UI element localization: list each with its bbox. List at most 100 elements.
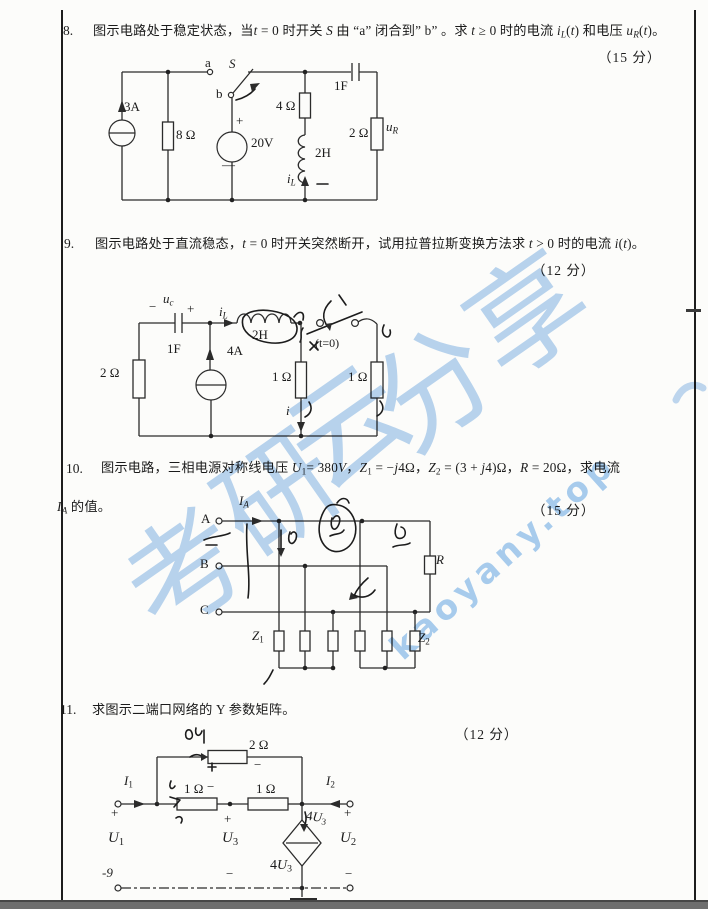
load-z2 <box>354 521 421 671</box>
plus-sign-right: + <box>344 805 352 820</box>
switch-contact-b-label: b <box>216 86 223 101</box>
problem-11-number: 11. <box>60 702 77 717</box>
phase-line-a <box>215 517 430 525</box>
load-z1 <box>273 521 339 671</box>
current-source-3a <box>108 100 136 147</box>
voltage-source-20v <box>216 131 248 203</box>
plus-sign: + <box>187 301 195 316</box>
inductor-2h-label: 2H <box>315 145 331 160</box>
circuit-8-diagram: a S b 3A 8 Ω + 20V — 4 Ω 2H iL 1F 2 Ω uR <box>95 50 415 210</box>
resistor-2ohm-label: 2 Ω <box>100 365 120 380</box>
current-i-label: i <box>286 403 290 418</box>
problem-10-points: （15 分） <box>532 503 596 518</box>
source-20v-label: 20V <box>251 135 274 150</box>
switch-s <box>206 68 260 101</box>
circuit-9-svg <box>132 294 392 439</box>
source-4a-label: 4A <box>227 343 243 358</box>
current-il-label: iL <box>287 171 296 188</box>
plus-sign: + <box>236 113 244 128</box>
resistor-r <box>423 521 437 612</box>
current-ia-label: IA <box>239 493 249 510</box>
page-border-right <box>694 10 696 900</box>
problem-9-number: 9. <box>64 236 75 251</box>
current-i2-label: I2 <box>326 773 335 790</box>
problem-8-title: 图示电路处于稳定状态，当t = 0 时开关 S 由 “a” 闭合到” b” 。求… <box>93 23 666 40</box>
circuit-10-diagram: A B C IA Z1 Z2 R <box>190 490 460 690</box>
capacitor-1f <box>351 63 360 81</box>
voltage-uc-label: uc <box>163 291 174 308</box>
problem-10-number: 10. <box>66 461 83 476</box>
resistor-1ohm-right-label: 1 Ω <box>348 369 368 384</box>
resistor-2ohm <box>370 117 384 151</box>
voltage-u1-label: U1 <box>108 830 125 848</box>
phase-line-c <box>215 608 430 616</box>
voltage-u3-label: U3 <box>222 830 239 848</box>
resistor-1ohm-mid-label: 1 Ω <box>272 369 292 384</box>
voltage-u2-label: U2 <box>340 830 357 848</box>
problem-11-points: （12 分） <box>455 727 519 742</box>
watermark-char-5: 享 <box>442 227 615 405</box>
circuit-9-diagram: uc − + 1F iL 4A 2 Ω 2H 1 Ω 1 Ω i (t=0) <box>95 290 415 450</box>
problem-10-title: 图示电路，三相电源对称线电压 U1= 380V，Z1 = −j4Ω，Z2 = (… <box>101 460 621 477</box>
voltage-ur-label: uR <box>386 119 399 136</box>
impedance-z2-label: Z2 <box>418 630 430 647</box>
switch-t0 <box>299 294 363 351</box>
phase-b-label: B <box>200 556 209 571</box>
plus-sign-mid: + <box>224 811 232 826</box>
inductor-2h <box>297 134 329 203</box>
problem-8-points: （15 分） <box>598 50 662 65</box>
resistor-4ohm <box>298 69 312 119</box>
capacitor-1f-label: 1F <box>167 341 181 356</box>
handwritten-neg9: -9 <box>102 865 113 880</box>
resistor-1ohm-middle <box>294 323 312 439</box>
capacitor-1f <box>174 313 183 333</box>
resistor-8ohm-label: 8 Ω <box>176 127 196 142</box>
minus-sign: − <box>149 299 157 314</box>
phase-line-b <box>215 562 387 570</box>
minus-sign-top: − <box>254 757 262 772</box>
current-source-4a <box>195 323 227 439</box>
resistor-r-label: R <box>436 552 444 567</box>
resistor-2ohm-label: 2 Ω <box>249 737 269 752</box>
inductor-2h-label: 2H <box>252 327 268 342</box>
impedance-z1-label: Z1 <box>252 628 264 645</box>
current-i1-label: I1 <box>124 773 133 790</box>
minus-sign-bottom-mid: − <box>226 866 234 881</box>
problem-9-points: （12 分） <box>532 263 596 278</box>
scan-mark <box>686 309 701 312</box>
switch-label: S <box>229 56 236 71</box>
current-il-label: iL <box>219 304 228 321</box>
phase-c-label: C <box>200 602 209 617</box>
resistor-8ohm <box>161 69 175 203</box>
dependent-source-4u3 <box>282 804 322 891</box>
problem-9-title: 图示电路处于直流稳态，t = 0 时开关突然断开，试用拉普拉斯变换方法求 t >… <box>95 236 646 251</box>
minus-sign: — <box>222 157 235 172</box>
resistor-1ohm-a-label: 1 Ω <box>184 781 204 796</box>
problem-10-title-line2: IA 的值。 <box>57 499 112 516</box>
plus-sign: + <box>111 805 119 820</box>
phase-a-label: A <box>201 511 211 526</box>
resistor-1ohm-b-label: 1 Ω <box>256 781 276 796</box>
resistor-2ohm-label: 2 Ω <box>349 125 369 140</box>
circuit-10-svg <box>203 497 437 685</box>
resistor-1ohm-left <box>157 797 218 811</box>
page-border-left <box>61 10 63 900</box>
dependent-source-handwritten-label: 4U3 <box>305 807 327 827</box>
problem-11-title: 求图示二端口网络的 Y 参数矩阵。 <box>92 702 296 717</box>
inductor-2h <box>236 309 305 344</box>
dependent-source-label: 4U3 <box>270 858 293 875</box>
capacitor-1f-label: 1F <box>334 78 348 93</box>
resistor-2ohm <box>132 359 146 399</box>
resistor-1ohm-right <box>247 797 302 811</box>
handwritten-annotations <box>169 727 308 832</box>
minus-sign-mid: − <box>207 779 215 794</box>
resistor-4ohm-label: 4 Ω <box>276 98 296 113</box>
problem-8-number: 8. <box>63 23 74 38</box>
minus-sign-bottom-right: − <box>345 866 353 881</box>
circuit-11-diagram: I1 + U1 -9 2 Ω − 1 Ω − 1 Ω + U3 − I2 + U… <box>95 720 385 909</box>
scanner-bottom-band <box>0 900 708 909</box>
resistor-2ohm-top <box>156 749 303 804</box>
switch-contact-a-label: a <box>205 55 211 70</box>
circuit-11-svg <box>114 727 354 903</box>
